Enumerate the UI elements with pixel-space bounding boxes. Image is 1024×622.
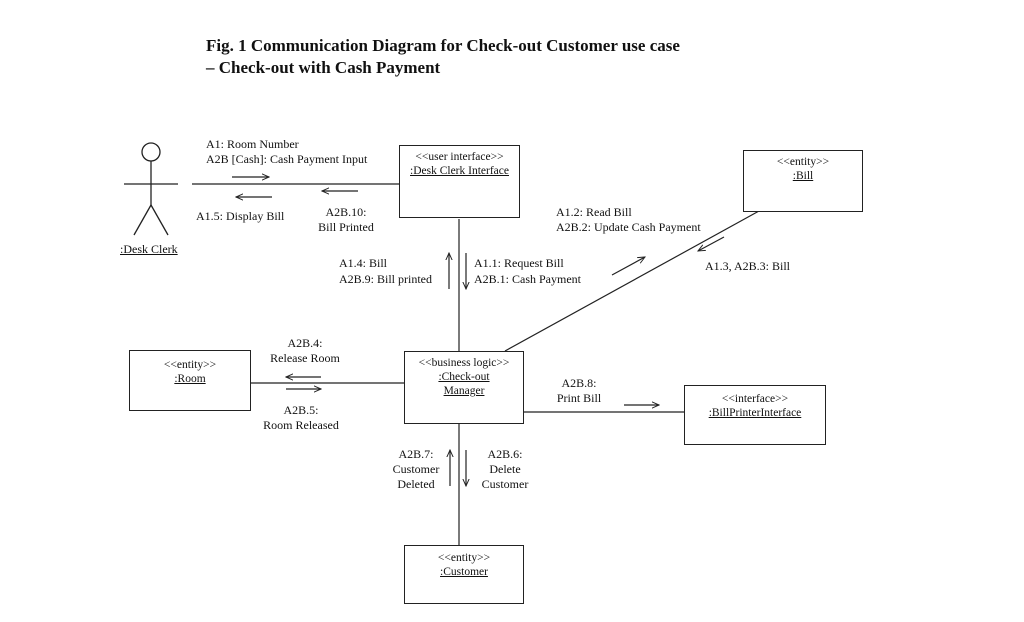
message-line: Bill Printed	[318, 220, 374, 234]
message-a1-5: A1.5: Display Bill	[196, 209, 285, 223]
object-stereotype: <<entity>>	[163, 359, 217, 371]
object-name: :Desk Clerk Interface	[410, 165, 509, 177]
object-name: :Check-out	[438, 371, 490, 383]
message-line: A2B.7:	[398, 447, 434, 461]
message-a2b-5: A2B.5: Room Released	[256, 403, 346, 433]
link-manager-bill	[504, 210, 760, 352]
message-line: A2B.4:	[287, 336, 323, 350]
bill-printer-interface-object: <<interface>> :BillPrinterInterface	[684, 385, 826, 445]
message-a2b-10: A2B.10: Bill Printed	[310, 205, 382, 235]
message-a1-4: A1.4: Bill	[339, 256, 388, 270]
arrow-diagonal-up-icon	[611, 257, 645, 276]
actor-name: :Desk Clerk	[120, 242, 178, 256]
message-line: Deleted	[397, 477, 435, 491]
bill-object: <<entity>> :Bill	[743, 150, 863, 212]
object-name: :Bill	[792, 170, 814, 182]
message-line: A2B.10:	[325, 205, 367, 219]
message-line: Room Released	[263, 418, 339, 432]
message-a2b: A2B [Cash]: Cash Payment Input	[206, 152, 368, 166]
message-a1: A1: Room Number	[206, 137, 299, 151]
stick-figure-icon	[124, 142, 178, 236]
arrow-diagonal-down-icon	[698, 236, 725, 251]
message-a2b-1: A2B.1: Cash Payment	[474, 272, 581, 286]
message-line: Customer	[392, 462, 440, 476]
object-stereotype: <<business logic>>	[418, 357, 510, 369]
message-line: A2B.6:	[487, 447, 523, 461]
message-line: A2B.5:	[283, 403, 319, 417]
figure-title: Fig. 1 Communication Diagram for Check-o…	[206, 36, 680, 55]
customer-object: <<entity>> :Customer	[404, 545, 524, 604]
object-name: Manager	[443, 385, 485, 397]
message-line: Customer	[481, 477, 529, 491]
message-line: Delete	[489, 462, 521, 476]
message-a2b-9: A2B.9: Bill printed	[339, 272, 432, 286]
message-a2b-2: A2B.2: Update Cash Payment	[556, 220, 701, 234]
message-a1-2: A1.2: Read Bill	[556, 205, 632, 219]
message-line: Release Room	[270, 351, 340, 365]
object-stereotype: <<user interface>>	[415, 151, 504, 163]
checkout-manager-object: <<business logic>> :Check-out Manager	[404, 351, 524, 424]
object-name: :Customer	[440, 566, 488, 578]
message-a2b-7: A2B.7: Customer Deleted	[385, 447, 447, 492]
room-object: <<entity>> :Room	[129, 350, 251, 411]
object-name: :Room	[174, 373, 206, 385]
message-line: A2B.8:	[561, 376, 597, 390]
message-a2b-4: A2B.4: Release Room	[262, 336, 348, 366]
message-a2b-8: A2B.8: Print Bill	[550, 376, 608, 406]
figure-subtitle: – Check-out with Cash Payment	[206, 58, 441, 77]
message-a1-3: A1.3, A2B.3: Bill	[705, 259, 791, 273]
desk-clerk-interface-object: <<user interface>> :Desk Clerk Interface	[399, 145, 520, 218]
object-name: :BillPrinterInterface	[708, 407, 802, 419]
message-a2b-6: A2B.6: Delete Customer	[474, 447, 536, 492]
message-line: Print Bill	[556, 391, 602, 405]
message-a1-1: A1.1: Request Bill	[474, 256, 564, 270]
object-stereotype: <<entity>>	[437, 552, 491, 564]
object-stereotype: <<entity>>	[776, 156, 830, 168]
object-stereotype: <<interface>>	[721, 393, 789, 405]
